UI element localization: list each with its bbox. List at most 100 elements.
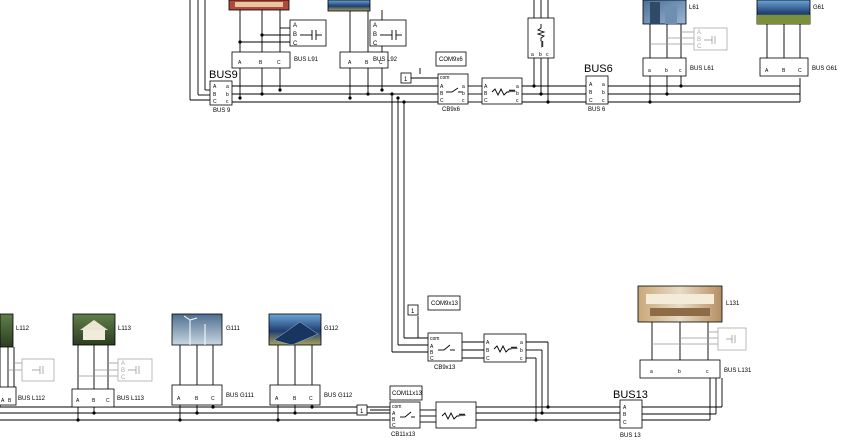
svg-text:B: B [392,417,396,423]
breaker-cb9x13[interactable]: com ABC CB9x13 [427,332,463,371]
svg-text:C: C [430,356,434,362]
svg-text:A: A [392,411,396,417]
svg-text:B: B [92,398,96,404]
capacitor-block-l112-disabled[interactable] [21,358,55,382]
image-load-l61[interactable] [642,0,687,25]
svg-text:A: A [348,60,352,66]
capacitor-block-l92[interactable]: A B C [369,19,407,47]
load-l112-label: L112 [16,326,30,332]
image-gen-g61[interactable] [756,0,811,25]
constant-cb9x6[interactable]: 1 [400,72,412,84]
svg-text:1: 1 [360,409,364,415]
svg-text:A: A [213,84,217,90]
bus-l91-label: BUS L91 [294,57,319,63]
svg-text:A: A [293,23,297,29]
pi-line-11x13[interactable] [435,401,477,429]
pi-line-9x13[interactable]: ABC abc [483,333,527,363]
svg-text:b: b [462,91,465,97]
svg-text:c: c [226,99,229,105]
image-load-l91[interactable] [228,0,290,11]
svg-text:a: a [516,84,519,90]
svg-text:c: c [679,68,682,74]
svg-text:C: C [589,98,593,104]
bus6-label: BUS 6 [588,107,606,113]
svg-text:C: C [440,98,444,104]
svg-text:c: c [602,98,605,104]
image-load-l113[interactable] [72,313,116,346]
svg-text:A: A [121,361,125,367]
bus13-block[interactable]: BUS13 ABC BUS 13 [613,389,648,439]
capacitor-block-l91[interactable]: A B C [289,19,327,47]
breaker-cb9x6[interactable]: com ABC abc CB9x6 [437,73,469,113]
svg-text:a: a [650,369,653,375]
bus9-title: BUS9 [209,69,238,81]
svg-text:B: B [623,412,627,418]
svg-text:B: B [8,398,12,404]
image-gen-g111[interactable] [171,313,223,346]
svg-text:C: C [392,423,396,429]
constant-cb9x13[interactable]: 1 [407,304,419,316]
bus-l112-label: BUS L112 [18,396,46,402]
svg-text:A: A [430,344,434,350]
capacitor-block-l61-disabled[interactable]: A B C [693,27,728,51]
capacitor-block-l131-disabled[interactable] [717,327,747,351]
svg-text:A: A [697,30,701,36]
svg-text:1: 1 [411,309,415,315]
svg-text:c: c [462,98,465,104]
svg-text:c: c [516,98,519,104]
bus13-label: BUS 13 [620,433,641,439]
svg-text:B: B [365,60,369,66]
svg-text:c: c [546,52,549,58]
svg-text:C: C [697,44,702,50]
load-l131-label: L131 [726,301,740,307]
svg-text:A: A [275,396,279,402]
image-gen-g112[interactable] [268,313,322,346]
svg-text:A: A [486,340,490,346]
image-load-l92[interactable] [327,0,371,12]
svg-text:a: a [226,84,229,90]
com9x13-block[interactable]: COM9x13 [427,295,461,311]
svg-text:b: b [226,92,229,98]
svg-text:B: B [484,91,488,97]
svg-text:a: a [462,84,465,90]
svg-text:A: A [623,405,627,411]
com9x6-block[interactable]: COM9x6 [435,51,467,67]
svg-text:A: A [484,84,488,90]
constant-cb11x13[interactable]: 1 [356,404,368,416]
image-load-l112[interactable] [0,313,14,348]
svg-text:b: b [665,68,668,74]
capacitor-block-l113-disabled[interactable]: A B C [117,358,153,382]
svg-text:B: B [293,32,297,38]
svg-text:C: C [379,60,383,66]
svg-text:C: C [121,375,126,381]
breaker-cb11x13[interactable]: com ABC CB11x13 [389,401,421,438]
svg-text:b: b [516,91,519,97]
svg-text:A: A [440,84,444,90]
svg-text:COM11x13: COM11x13 [392,391,423,397]
image-load-l131[interactable] [637,285,723,323]
svg-text:C: C [798,68,802,74]
svg-text:C: C [293,41,298,47]
svg-text:com: com [430,336,439,342]
svg-text:com: com [440,75,449,81]
svg-text:a: a [520,340,523,346]
gen-g112-label: G112 [324,326,339,332]
pi-line-9x6[interactable]: ABC abc [481,77,523,105]
bus-g112-label: BUS G112 [324,393,353,399]
bus9-block[interactable]: BUS9 ABC abc BUS 9 [209,69,238,114]
svg-text:c: c [706,369,709,375]
com11x13-block[interactable]: COM11x13 [389,385,423,401]
bus6-block[interactable]: BUS6 ABC abc BUS 6 [584,63,613,113]
svg-text:B: B [782,68,786,74]
